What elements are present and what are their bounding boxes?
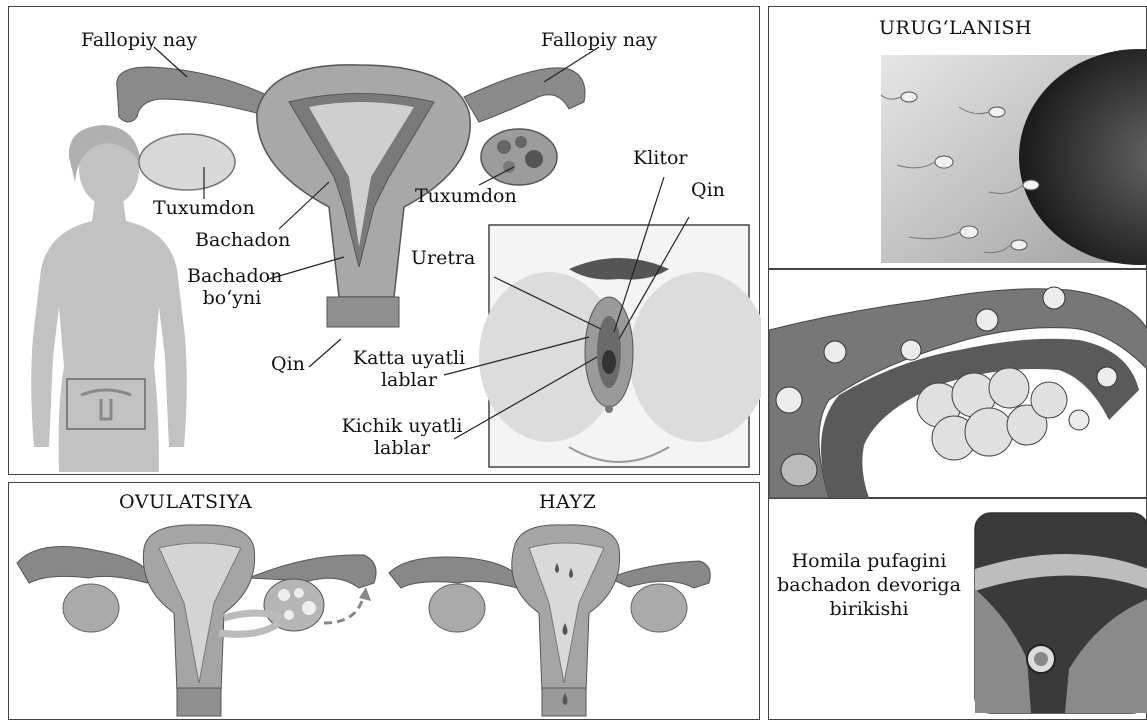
ovulation-uterus <box>17 525 376 716</box>
labia-minora-line1: Kichik uyatli <box>337 415 467 437</box>
fallopian-tube-left-label: Fallopiy nay <box>81 29 197 51</box>
fertilization-panel: URUG‘LANISH <box>768 6 1147 269</box>
oviduct-illustration <box>769 270 1147 499</box>
menstruation-uterus <box>389 525 710 716</box>
anatomy-illustration <box>9 7 761 476</box>
fallopian-tube-right-label: Fallopiy nay <box>541 29 657 51</box>
ovary-left-label: Tuxumdon <box>153 197 255 219</box>
oviduct-panel <box>768 269 1147 498</box>
implantation-panel: Homila pufagini bachadon devoriga biriki… <box>768 498 1147 720</box>
cycle-panel: OVULATSIYA HAYZ <box>8 482 760 720</box>
left-ovary <box>139 134 235 190</box>
anatomy-panel: Fallopiy nay Fallopiy nay Tuxumdon Tuxum… <box>8 6 760 475</box>
labia-minora-label: Kichik uyatli lablar <box>337 415 467 459</box>
uterus-label: Bachadon <box>195 229 290 251</box>
implantation-illustration <box>769 499 1147 721</box>
cervix-label-line1: Bachadon <box>187 265 277 287</box>
urethra-label: Uretra <box>411 247 475 269</box>
ovary-right-label: Tuxumdon <box>415 185 517 207</box>
cycle-illustration <box>9 483 761 721</box>
labia-majora-line1: Katta uyatli <box>349 347 469 369</box>
labia-minora-line2: lablar <box>337 437 467 459</box>
vagina-label: Qin <box>271 353 305 375</box>
fertilization-illustration <box>769 7 1147 270</box>
clitoris-label: Klitor <box>633 147 688 169</box>
labia-majora-label: Katta uyatli lablar <box>349 347 469 391</box>
labia-majora-line2: lablar <box>349 369 469 391</box>
vagina-external-label: Qin <box>691 179 725 201</box>
cervix-label: Bachadon bo‘yni <box>187 265 277 309</box>
cervix-label-line2: bo‘yni <box>187 287 277 309</box>
